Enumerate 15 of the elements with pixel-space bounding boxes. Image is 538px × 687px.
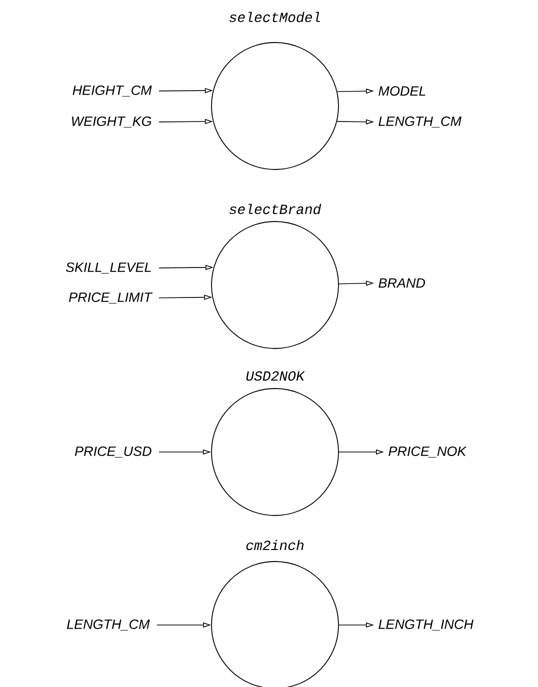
node-label: cm2inch	[246, 540, 304, 550]
variable-label: LENGTH_CM	[378, 116, 462, 128]
node-label: USD2NOK	[246, 371, 305, 381]
variable-label: HEIGHT_CM	[72, 85, 152, 97]
variable-label: MODEL	[378, 86, 426, 96]
variable-label: WEIGHT_KG	[72, 116, 152, 128]
variable-label: LENGTH_CM	[66, 619, 150, 631]
variable-label: PRICE_NOK	[388, 446, 467, 458]
variable-label: PRICE_USD	[74, 446, 152, 458]
variable-label: SKILL_LEVEL	[66, 262, 151, 274]
variable-label: BRAND	[378, 278, 426, 288]
variable-label: LENGTH_INCH	[378, 619, 474, 631]
variable-label: PRICE_LIMIT	[68, 292, 153, 304]
node-label: selectModel	[230, 12, 320, 22]
node-label: selectBrand	[230, 204, 322, 214]
